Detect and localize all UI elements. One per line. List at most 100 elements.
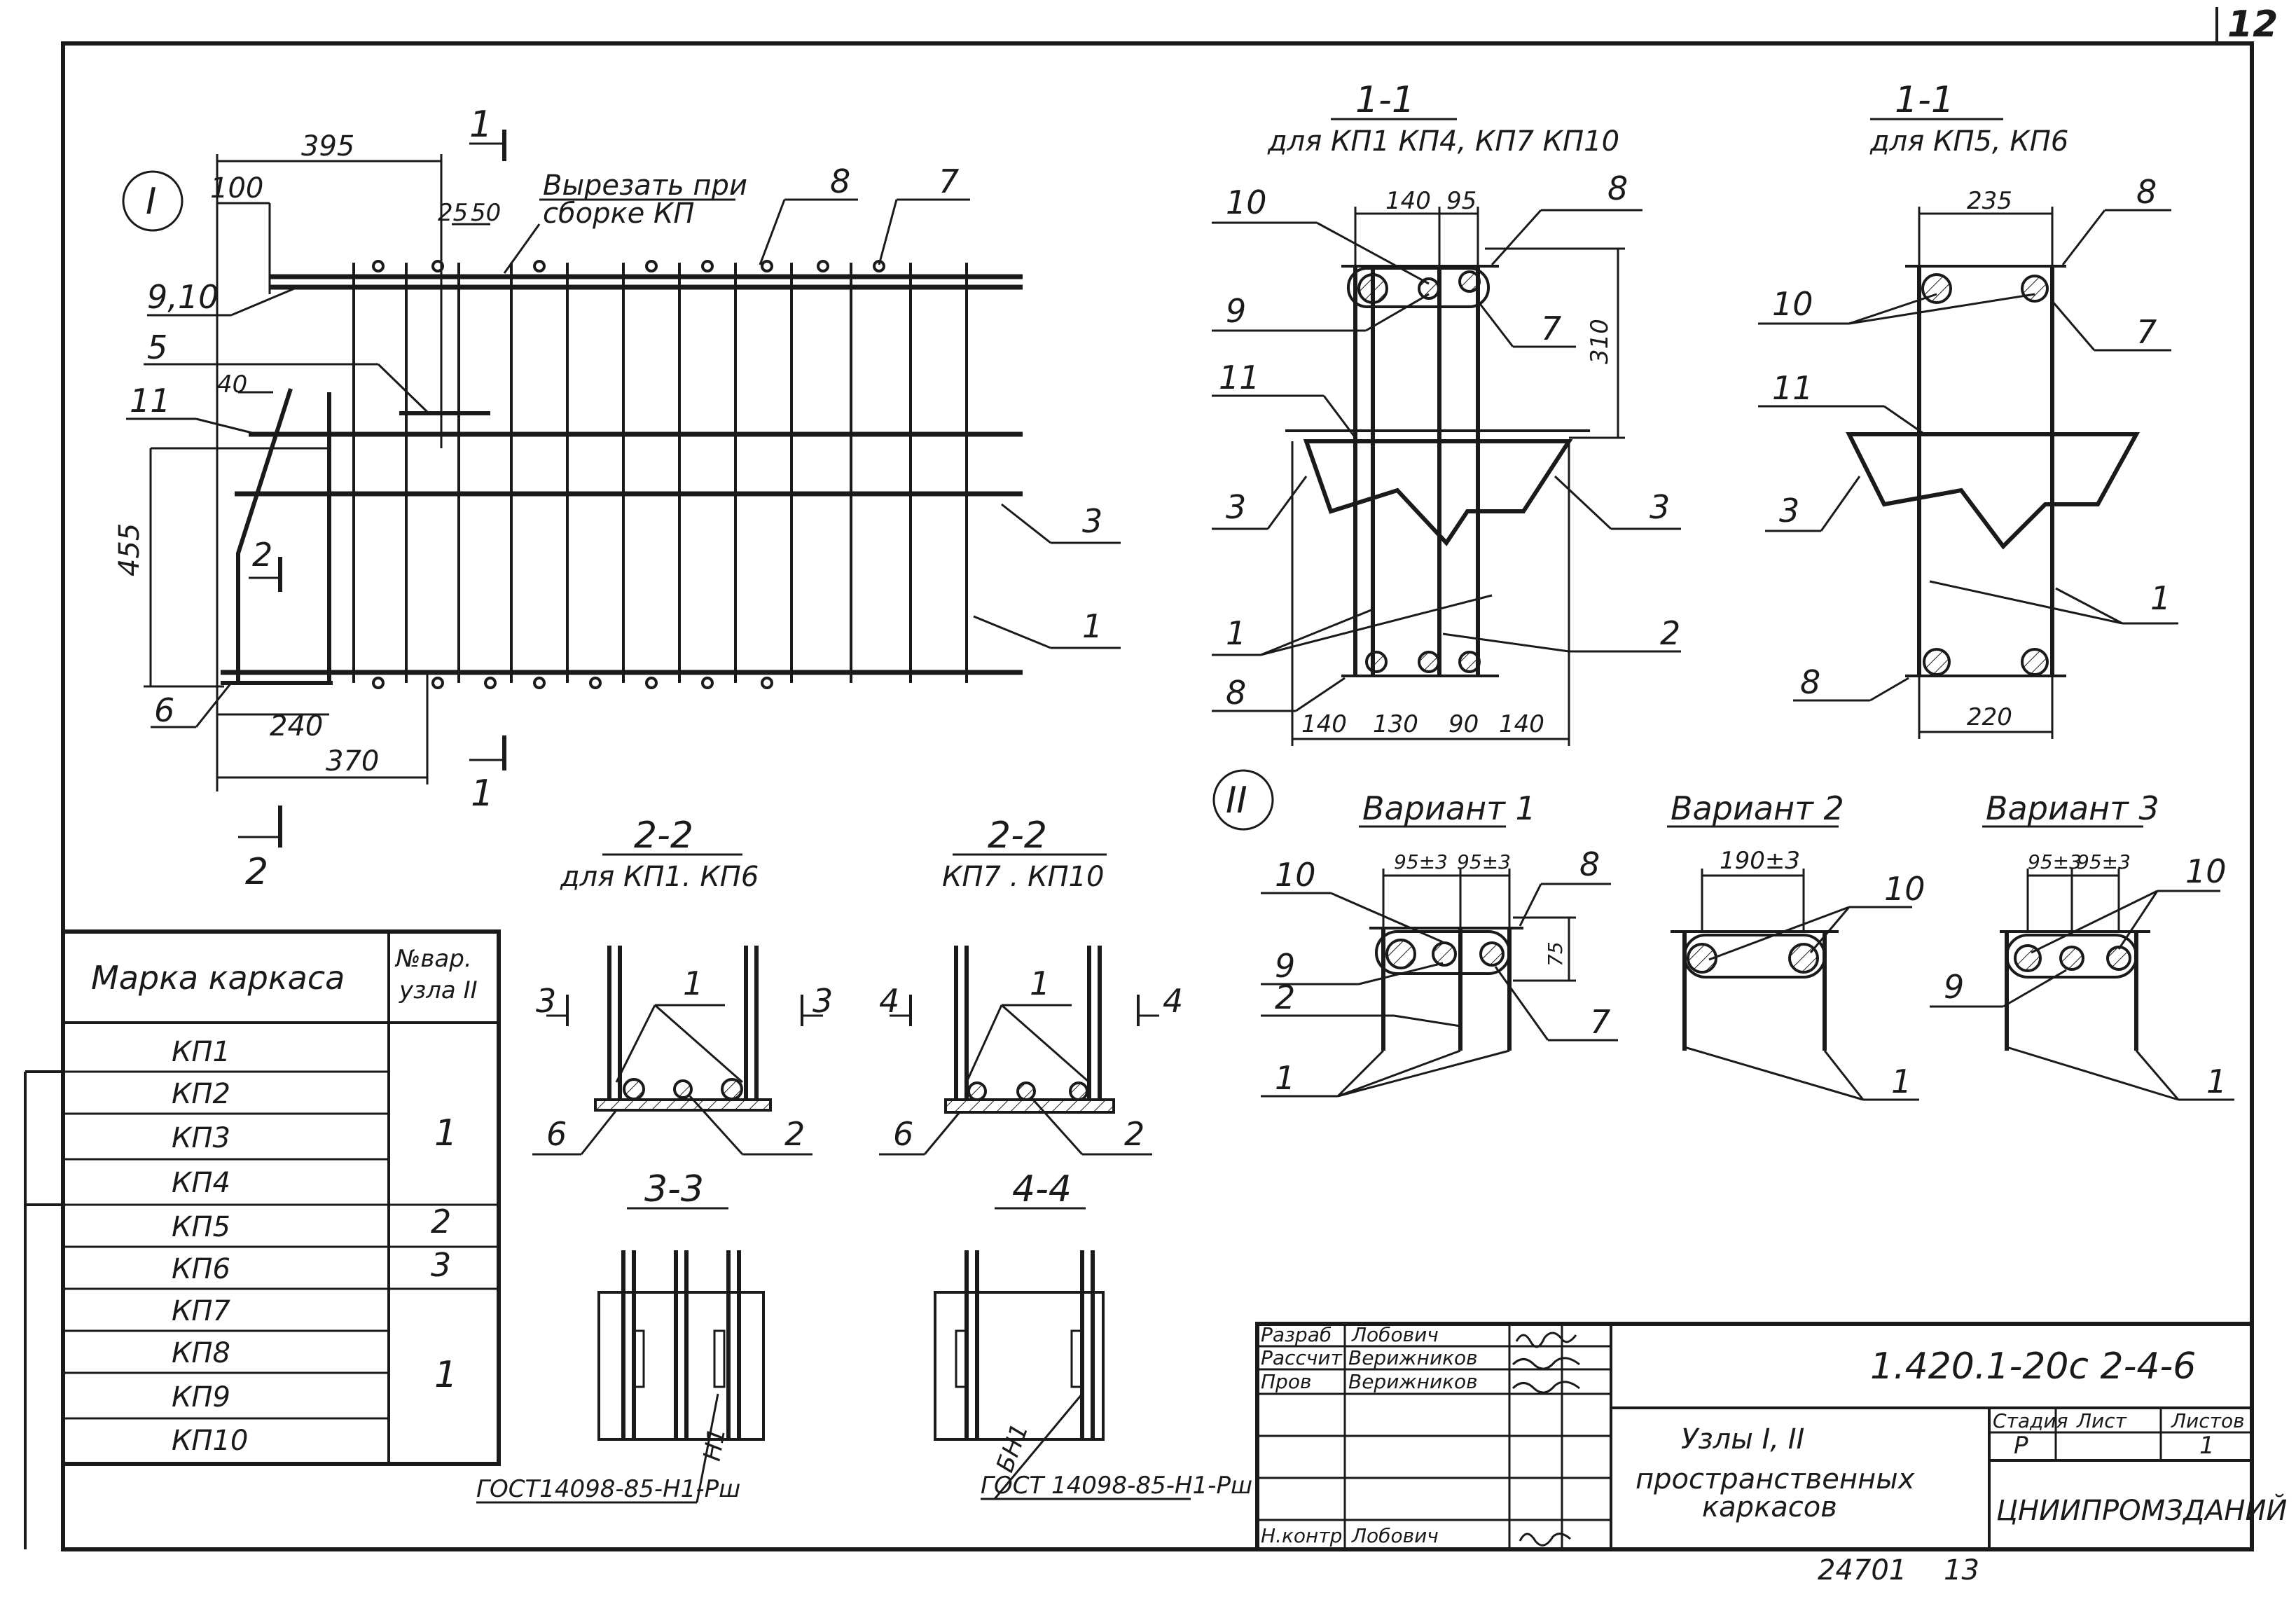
- callout-5: 5: [147, 329, 167, 366]
- tb-designation: 1.420.1-20с 2-4-6: [1870, 1346, 2196, 1388]
- sec22b-callout-1: 1: [1030, 965, 1050, 1002]
- sec22a-leader-2-b: [689, 1095, 744, 1156]
- sec11a-callout-3-right: 3: [1650, 488, 1670, 526]
- sec22b-callout-6: 6: [893, 1115, 913, 1153]
- node-2-variant-1: Вариант 1 95±3 95±3 75: [1261, 789, 1618, 1098]
- sec11b-callout-8-top: 8: [2136, 173, 2157, 211]
- sec22b-marker-4-left: 4: [879, 982, 899, 1020]
- sec22b-walls: [954, 946, 1102, 1100]
- callout-6: 6: [154, 691, 174, 729]
- node-1-mark-circle: [122, 170, 184, 232]
- node-1-dims: [144, 154, 490, 791]
- sec11a-leader-11-b: [1322, 395, 1357, 438]
- sec11b-leader-1-b: [1929, 580, 2123, 625]
- tb-name-checked: Верижников: [1348, 1370, 1478, 1393]
- section-1-top-label: 1: [469, 104, 492, 146]
- table-header-mark: Марка каркаса: [91, 959, 345, 997]
- table-variant-g4: 1: [434, 1354, 457, 1396]
- sec11a-leader-3r-b: [1554, 475, 1612, 530]
- v2-dim-1: 190±3: [1720, 847, 1800, 875]
- dim-100: 100: [210, 172, 263, 205]
- v2-leader-1-b: [1684, 1046, 1864, 1101]
- node-2-variant-3: Вариант 3 95±3 95±3 10 9: [1930, 789, 2234, 1101]
- sec33-bars: [621, 1250, 741, 1439]
- tb-stage-label: Стадия: [1993, 1409, 2068, 1432]
- leader-3-b: [1001, 503, 1051, 544]
- sec22b-rod-2: [1016, 1081, 1036, 1101]
- v3-dim-2: 95±3: [2077, 850, 2131, 873]
- sec44-plate: [934, 1291, 1105, 1441]
- sec22b-plate: [944, 1098, 1115, 1114]
- sec11b-leader-1-c: [2055, 587, 2123, 625]
- table-row-5: КП5: [172, 1211, 230, 1243]
- sec11b-subtitle: для КП5, КП6: [1869, 125, 2068, 158]
- tb-title-line3: каркасов: [1702, 1491, 1837, 1523]
- sec11a-dim-130: 130: [1373, 710, 1418, 738]
- note-cut-line2: сборке КП: [543, 198, 694, 230]
- footer-num-2: 13: [1944, 1554, 1979, 1586]
- callout-11: 11: [130, 382, 171, 420]
- sec11a-dim-310: 310: [1586, 319, 1614, 364]
- footer-num-1: 24701: [1818, 1554, 1907, 1586]
- dim-395: 395: [301, 130, 354, 163]
- sec11b-verticals: [1917, 266, 2054, 676]
- sec44-gost: ГОСТ 14098-85-Н1-Рш: [981, 1472, 1252, 1500]
- sec11a-dim-140c: 140: [1499, 710, 1544, 738]
- table-row-9: КП9: [172, 1381, 230, 1413]
- sec22b-leader-2-b: [1032, 1098, 1084, 1156]
- v1-rod-2: [1432, 941, 1457, 967]
- sec33-leader: [696, 1393, 719, 1503]
- sec22b-marker-4-right: 4: [1163, 982, 1183, 1020]
- v2-title: Вариант 2: [1671, 789, 1844, 827]
- leader-8-b: [759, 199, 786, 265]
- v1-dim-1: 95±3: [1394, 850, 1448, 873]
- tb-left-grid: [1257, 1324, 1611, 1549]
- sec22a-leader-1-c: [654, 1004, 743, 1084]
- v1-leader-1-b: [1336, 1049, 1385, 1098]
- leader-11-b: [195, 417, 253, 434]
- sec44-weld-left: [955, 1329, 967, 1388]
- sec11b-leader-11-b: [1883, 405, 1923, 434]
- v1-leader-10-b: [1330, 892, 1444, 943]
- sec22b-title: 2-2: [988, 815, 1047, 857]
- v1-leader-1-c: [1337, 1049, 1461, 1098]
- sec44-weld: БН1: [991, 1420, 1035, 1476]
- v3-callout-10: 10: [2185, 852, 2227, 890]
- sec11a-dim-90: 90: [1448, 710, 1479, 738]
- dim-50: 50: [471, 199, 501, 227]
- sec33-weld: Н1: [698, 1426, 732, 1463]
- tb-title-line1: Узлы I, II: [1681, 1423, 1804, 1456]
- sec22a-marker-3-left: 3: [536, 982, 556, 1020]
- dim-370: 370: [326, 745, 379, 777]
- v1-leader-1-d: [1337, 1049, 1510, 1098]
- sec11b-bot-rod-1: [1923, 648, 1951, 676]
- sec22a-rod-2: [673, 1079, 693, 1099]
- section-1-1-a: 1-1 для КП1 КП4, КП7 КП10: [1212, 79, 1681, 746]
- sec22b-leader-1-c: [1001, 1004, 1090, 1084]
- table-row-10: КП10: [172, 1425, 248, 1457]
- sec11a-leader-1-b: [1260, 608, 1374, 656]
- sec11a-callout-1: 1: [1226, 614, 1246, 652]
- frame-table: Марка каркаса №вар. узла II КП1 КП2 КП3 …: [61, 929, 501, 1466]
- sec22b-leader-1-b: [965, 1004, 1003, 1083]
- tb-role-developer: Разраб: [1261, 1323, 1332, 1346]
- sheet-frame: [24, 7, 2254, 1551]
- callout-7: 7: [939, 163, 959, 200]
- v1-leader-8-b: [1519, 883, 1542, 927]
- sec22b-rod-1: [967, 1081, 987, 1101]
- v2-verticals: [1682, 932, 1827, 1051]
- sec11b-callout-7: 7: [2136, 313, 2157, 351]
- v1-verticals: [1381, 928, 1512, 1051]
- bar-inclined-end: [236, 388, 293, 683]
- sec11a-callout-8-bottom: 8: [1226, 674, 1246, 712]
- sec11b-callout-11: 11: [1772, 369, 1813, 407]
- sec11b-leader-10-c: [1848, 293, 2035, 325]
- dim-40: 40: [217, 371, 247, 399]
- sec11a-bot-rod-2: [1418, 651, 1440, 673]
- table-variant-g3: 3: [431, 1246, 451, 1284]
- table-variant-g2: 2: [431, 1203, 451, 1240]
- sec22a-subtitle: для КП1. КП6: [560, 861, 759, 893]
- sec11a-leader-9-b: [1365, 293, 1430, 332]
- sec44-leader: [993, 1393, 1084, 1500]
- sec11a-dim-140a: 140: [1385, 187, 1431, 215]
